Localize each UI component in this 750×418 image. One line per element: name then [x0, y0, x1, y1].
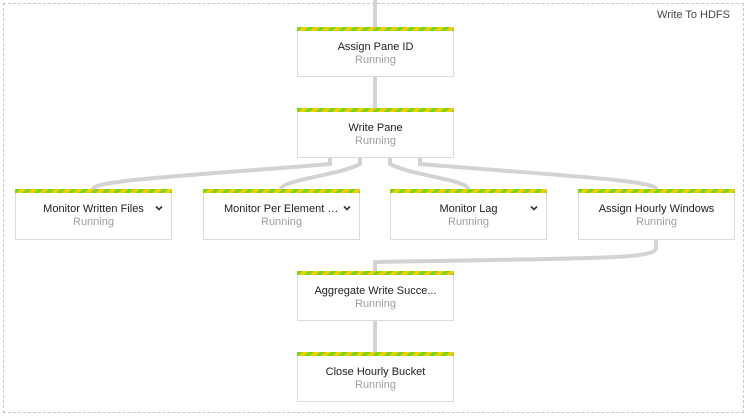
status-stripe: [297, 108, 454, 112]
status-stripe: [15, 189, 172, 193]
node-status: Running: [636, 216, 677, 228]
node-status: Running: [355, 379, 396, 391]
node-aggregate-write[interactable]: Aggregate Write Succe... Running: [297, 271, 454, 321]
status-stripe: [297, 271, 454, 275]
edge-write-pane-to-monitor-written-files: [91, 156, 332, 191]
node-status: Running: [448, 216, 489, 228]
node-title: Monitor Per Element La...: [224, 203, 339, 215]
node-close-hourly-bucket[interactable]: Close Hourly Bucket Running: [297, 352, 454, 402]
edge-write-pane-to-assign-hourly-windows: [418, 156, 658, 191]
node-title: Assign Pane ID: [337, 41, 414, 53]
node-status: Running: [355, 298, 396, 310]
node-title: Close Hourly Bucket: [325, 366, 426, 378]
chevron-down-icon[interactable]: [153, 202, 165, 214]
status-stripe: [297, 352, 454, 356]
node-title: Assign Hourly Windows: [598, 203, 715, 215]
node-monitor-written-files[interactable]: Monitor Written Files Running: [15, 189, 172, 240]
node-assign-hourly-windows[interactable]: Assign Hourly Windows Running: [578, 189, 735, 240]
node-status: Running: [355, 54, 396, 66]
status-stripe: [203, 189, 360, 193]
node-monitor-per-element[interactable]: Monitor Per Element La... Running: [203, 189, 360, 240]
status-stripe: [297, 27, 454, 31]
node-title: Monitor Written Files: [43, 203, 144, 215]
node-monitor-lag[interactable]: Monitor Lag Running: [390, 189, 547, 240]
edge-write-pane-to-monitor-per-element: [279, 156, 362, 191]
status-stripe: [390, 189, 547, 193]
edge-assign-hourly-windows-to-aggregate: [373, 238, 658, 273]
node-write-pane[interactable]: Write Pane Running: [297, 108, 454, 158]
group-label: Write To HDFS: [657, 9, 730, 21]
node-status: Running: [261, 216, 302, 228]
chevron-down-icon[interactable]: [528, 202, 540, 214]
node-title: Write Pane: [348, 122, 403, 134]
node-status: Running: [355, 135, 396, 147]
node-title: Monitor Lag: [439, 203, 498, 215]
node-status: Running: [73, 216, 114, 228]
node-assign-pane-id[interactable]: Assign Pane ID Running: [297, 27, 454, 77]
edge-write-pane-to-monitor-lag: [388, 156, 470, 191]
node-title: Aggregate Write Succe...: [314, 285, 437, 297]
status-stripe: [578, 189, 735, 193]
chevron-down-icon[interactable]: [341, 202, 353, 214]
